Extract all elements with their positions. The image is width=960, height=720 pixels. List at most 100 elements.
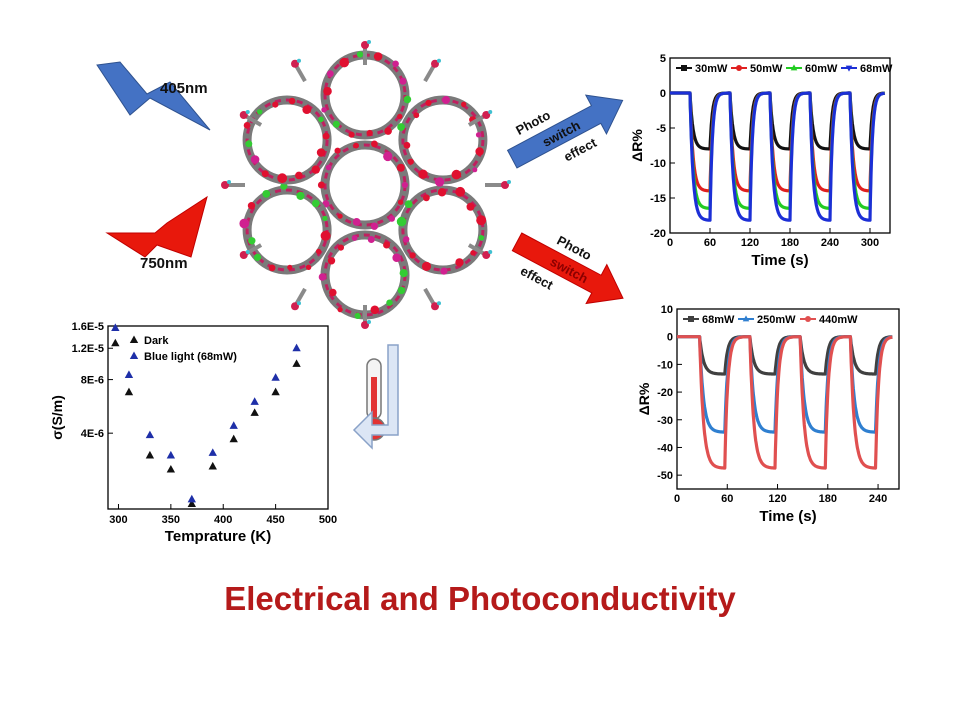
- legend-label-250mW: 250mW: [757, 314, 796, 326]
- y-tick-label-2: -5: [656, 123, 666, 135]
- atom: [437, 301, 441, 306]
- y-tick-label-0: 1.6E-5: [72, 321, 104, 333]
- blue-light-bolt-icon: [96, 61, 211, 131]
- atom: [418, 169, 428, 179]
- y-axis-label: ΔR%: [636, 382, 652, 415]
- atom: [302, 105, 312, 114]
- atom: [322, 215, 328, 221]
- y-tick-label-3: -10: [650, 158, 666, 170]
- atom: [437, 58, 441, 63]
- atom: [397, 286, 406, 295]
- atom: [397, 113, 403, 120]
- point-Dark-3: [166, 464, 176, 473]
- atom: [488, 110, 493, 114]
- atom: [384, 127, 392, 135]
- atom: [248, 237, 256, 245]
- framework-ring-links: [245, 98, 329, 182]
- legend-marker-Blue light (68mW): [129, 351, 139, 360]
- point-Blue light (68mW)-3: [166, 450, 176, 459]
- atom: [315, 248, 322, 255]
- y-tick-label-4: -15: [650, 193, 666, 205]
- atom: [403, 95, 412, 104]
- atom: [332, 120, 340, 128]
- atom: [227, 180, 231, 184]
- x-tick-label-1: 60: [721, 493, 733, 505]
- x-axis-label: Time (s): [759, 508, 816, 525]
- atom: [403, 236, 410, 243]
- atom: [268, 264, 276, 272]
- atom: [431, 302, 439, 311]
- y-tick-label-5: -20: [650, 228, 666, 240]
- atom: [461, 101, 467, 108]
- point-Blue light (68mW)-1: [124, 370, 134, 378]
- atom: [297, 58, 301, 63]
- y-axis-label: ΔR%: [629, 129, 645, 162]
- framework-ring-links: [245, 188, 329, 272]
- atom: [272, 101, 279, 108]
- atom: [396, 163, 405, 172]
- legend-marker-440mW: [805, 316, 811, 322]
- atom: [370, 222, 379, 230]
- x-tick-label-4: 240: [869, 493, 887, 505]
- atom: [470, 250, 476, 256]
- atom: [407, 158, 414, 165]
- y-tick-label-1: 0: [667, 332, 673, 344]
- y-tick-label-0: 5: [660, 53, 666, 65]
- y-tick-label-2: -10: [657, 359, 673, 371]
- atom: [295, 171, 303, 180]
- y-tick-label-3: 4E-6: [81, 428, 104, 440]
- atom: [297, 301, 301, 306]
- atom: [455, 258, 464, 267]
- atom: [507, 180, 511, 184]
- y-tick-label-4: -30: [657, 415, 673, 427]
- atom: [291, 59, 299, 68]
- x-axis-label: Temprature (K): [165, 528, 271, 545]
- atom: [356, 51, 364, 58]
- atom: [239, 251, 248, 259]
- atom: [472, 167, 478, 173]
- atom: [353, 142, 359, 149]
- atom: [327, 257, 336, 265]
- atom: [370, 305, 380, 315]
- atom: [239, 111, 248, 119]
- atom: [245, 250, 250, 254]
- atom: [352, 218, 361, 226]
- x-tick-label-1: 60: [704, 237, 716, 249]
- point-Blue light (68mW)-0: [111, 323, 120, 331]
- atom: [325, 164, 332, 171]
- atom: [354, 312, 361, 319]
- atom: [351, 235, 358, 241]
- series-line-440mW: [675, 335, 894, 470]
- atom: [482, 111, 491, 119]
- point-Dark-1: [124, 387, 134, 396]
- atom: [361, 41, 369, 49]
- point-Dark-5: [208, 461, 217, 470]
- atom: [442, 96, 450, 104]
- y-tick-label-3: -20: [657, 387, 673, 399]
- point-Dark-9: [292, 359, 301, 367]
- atom: [337, 244, 344, 251]
- legend-label-30mW: 30mW: [695, 63, 728, 75]
- atom: [388, 215, 395, 222]
- series-line-68mW: [668, 91, 886, 222]
- x-axis-label: Time (s): [751, 252, 808, 269]
- red-light-label: 750nm: [140, 255, 188, 272]
- legend-marker-250mW: [742, 315, 750, 322]
- atom: [475, 147, 484, 156]
- atom: [323, 86, 332, 96]
- atom: [277, 173, 288, 184]
- point-Dark-6: [229, 434, 238, 443]
- legend-label-68mW: 68mW: [860, 63, 893, 75]
- legend-marker-50mW: [736, 65, 742, 71]
- atom: [413, 112, 420, 119]
- atom: [311, 165, 320, 174]
- atom: [334, 147, 341, 154]
- atom: [348, 131, 355, 138]
- atom: [399, 269, 408, 278]
- series-line-250mW: [675, 335, 894, 434]
- atom: [296, 191, 305, 200]
- x-tick-label-2: 120: [741, 237, 759, 249]
- point-Blue light (68mW)-7: [250, 397, 259, 405]
